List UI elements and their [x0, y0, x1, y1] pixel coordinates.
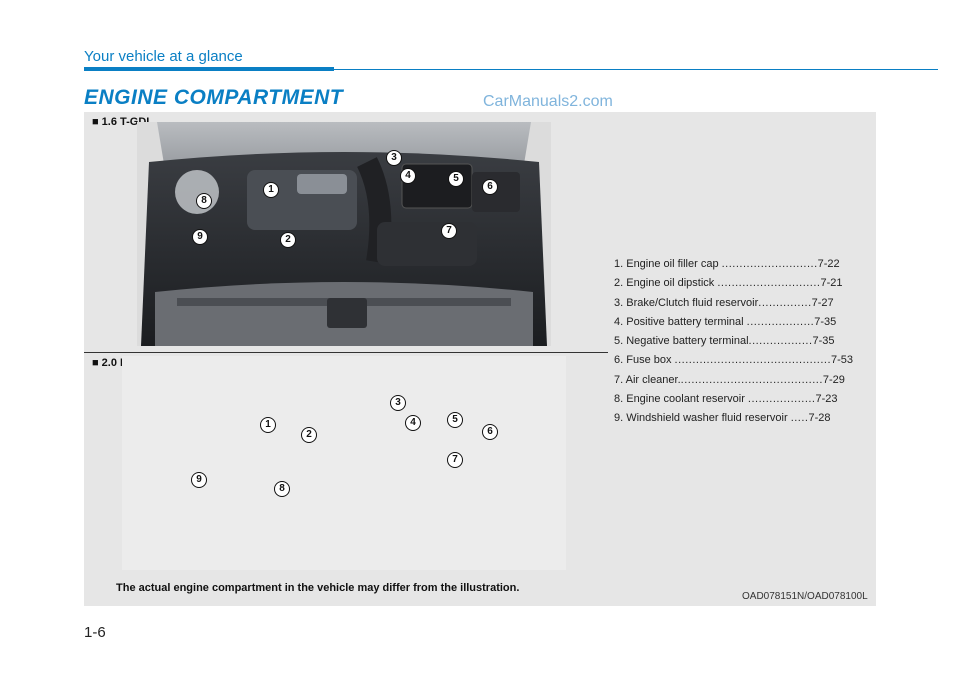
- legend-item: 6. Fuse box ............................…: [614, 354, 854, 367]
- callout-bottom-7: 7: [447, 452, 463, 468]
- callout-top-9: 9: [192, 229, 208, 245]
- callout-top-3: 3: [386, 150, 402, 166]
- callout-bottom-5: 5: [447, 412, 463, 428]
- callout-top-7: 7: [441, 223, 457, 239]
- callout-bottom-8: 8: [274, 481, 290, 497]
- square-bullet: ■: [92, 357, 99, 369]
- watermark: CarManuals2.com: [483, 93, 613, 110]
- callout-top-8: 8: [196, 193, 212, 209]
- callout-top-4: 4: [400, 168, 416, 184]
- page-title: ENGINE COMPARTMENT: [84, 86, 344, 109]
- callout-bottom-9: 9: [191, 472, 207, 488]
- header-rule-thin: [334, 69, 938, 70]
- square-bullet: ■: [92, 116, 99, 128]
- legend-item: 3. Brake/Clutch fluid reservoir.........…: [614, 296, 834, 309]
- callout-top-6: 6: [482, 179, 498, 195]
- section-label: Your vehicle at a glance: [84, 48, 243, 65]
- callout-bottom-1: 1: [260, 417, 276, 433]
- figure-code: OAD078151N/OAD078100L: [742, 591, 868, 602]
- callout-top-1: 1: [263, 182, 279, 198]
- legend-item: 1. Engine oil filler cap ...............…: [614, 258, 840, 270]
- legend-item: 2. Engine oil dipstick .................…: [614, 277, 843, 290]
- callout-top-2: 2: [280, 232, 296, 248]
- callout-bottom-4: 4: [405, 415, 421, 431]
- component-legend: 1. Engine oil filler cap ...............…: [614, 255, 866, 429]
- figure-caption: The actual engine compartment in the veh…: [116, 582, 520, 594]
- legend-item: 5. Negative battery terminal............…: [614, 335, 835, 348]
- legend-item: 4. Positive battery terminal ...........…: [614, 315, 837, 328]
- callout-top-5: 5: [448, 171, 464, 187]
- header-rule-thick: [84, 67, 334, 71]
- legend-item: 8. Engine coolant reservoir ............…: [614, 393, 838, 406]
- legend-item: 9. Windshield washer fluid reservoir ...…: [614, 412, 831, 425]
- engine-photo-2-0-mpi: [122, 356, 566, 570]
- page-number: 1-6: [84, 624, 106, 641]
- legend-item: 7. Air cleaner..........................…: [614, 373, 845, 386]
- callout-bottom-2: 2: [301, 427, 317, 443]
- figure-divider: [84, 352, 608, 353]
- callout-bottom-3: 3: [390, 395, 406, 411]
- callout-bottom-6: 6: [482, 424, 498, 440]
